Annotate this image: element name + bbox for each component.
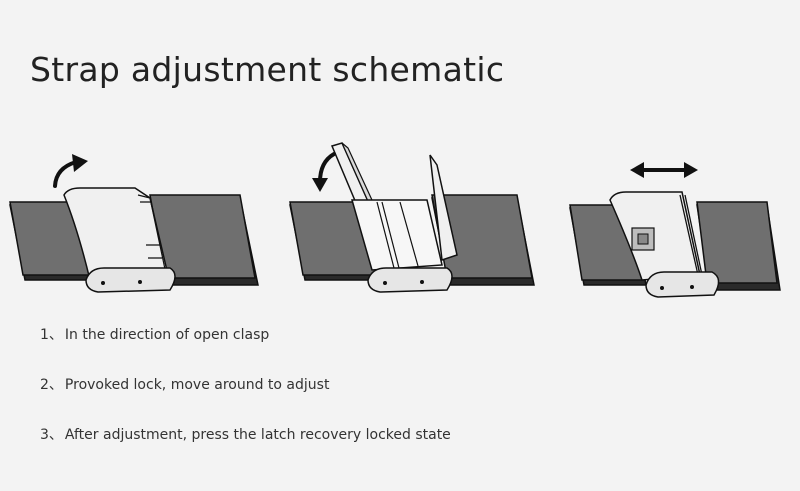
rotate-back-arrow-icon bbox=[312, 152, 336, 192]
instruction-steps: 1、In the direction of open clasp 2、Provo… bbox=[40, 324, 451, 474]
step-text: After adjustment, press the latch recove… bbox=[64, 427, 451, 443]
figure-adjust-position bbox=[569, 162, 781, 298]
figure-open-clasp bbox=[9, 154, 259, 293]
right-strap bbox=[431, 194, 535, 286]
clasp-open bbox=[330, 142, 458, 293]
step-number: 3、 bbox=[40, 427, 63, 443]
step-3: 3、After adjustment, press the latch reco… bbox=[40, 424, 451, 444]
step-number: 1、 bbox=[40, 327, 63, 343]
step-text: In the direction of open clasp bbox=[64, 327, 270, 343]
clasp-closed bbox=[63, 187, 176, 293]
clasp-sliding bbox=[609, 191, 720, 298]
step-number: 2、 bbox=[40, 377, 63, 393]
right-strap bbox=[696, 201, 781, 291]
double-arrow-icon bbox=[630, 162, 698, 178]
page-title: Strap adjustment schematic bbox=[30, 50, 505, 89]
step-1: 1、In the direction of open clasp bbox=[40, 324, 451, 344]
rotate-arrow-icon bbox=[53, 154, 88, 188]
figure-provoked-lock bbox=[289, 142, 535, 293]
step-text: Provoked lock, move around to adjust bbox=[64, 377, 330, 393]
right-strap bbox=[149, 194, 259, 286]
diagram-figures bbox=[0, 140, 800, 310]
step-2: 2、Provoked lock, move around to adjust bbox=[40, 374, 451, 394]
